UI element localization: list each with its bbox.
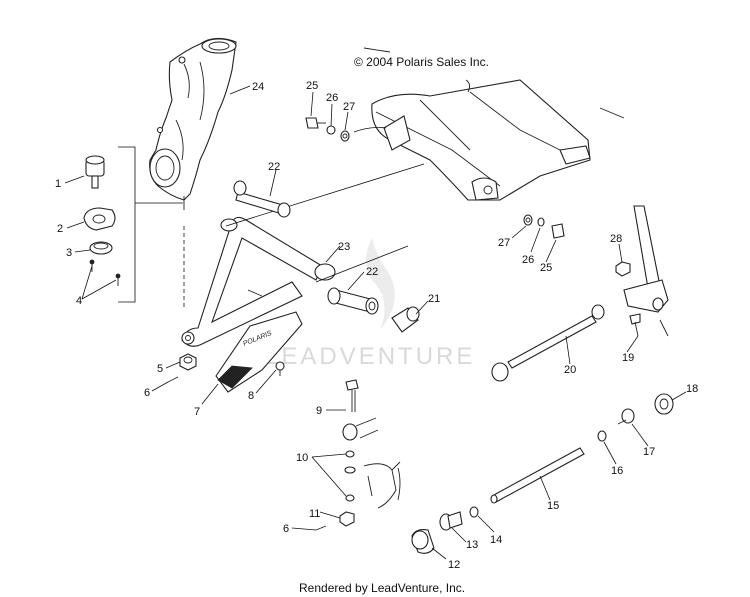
callout-5: 5 [157, 363, 163, 375]
callout-13: 13 [466, 539, 478, 551]
callout-18: 18 [686, 383, 698, 395]
bushing-lower [327, 287, 379, 315]
callout-9: 9 [316, 405, 322, 417]
bushing-upper [233, 180, 291, 218]
callout-4: 4 [76, 295, 82, 307]
callouts: 1 2 3 4 5 6 6 7 8 9 10 11 12 13 14 15 16… [55, 80, 698, 571]
tie-rod-15 [490, 447, 585, 504]
frame [353, 47, 625, 201]
tie-rod-20 [491, 304, 605, 382]
callout-24: 24 [252, 81, 264, 93]
callout-22-lower: 22 [366, 266, 378, 278]
callout-6-upper: 6 [144, 387, 150, 399]
tie-rod-end-18 [654, 393, 674, 415]
tie-rod-end-lower [342, 417, 379, 441]
callout-7: 7 [194, 406, 200, 418]
watermark: LEADVENTURE [265, 238, 475, 370]
steering-post [623, 205, 669, 337]
screws [89, 259, 121, 286]
callout-6-lower: 6 [283, 523, 289, 535]
tie-rod-end-13 [439, 511, 463, 531]
callout-16: 16 [611, 465, 623, 477]
bolt-8 [275, 361, 285, 376]
callout-25-top: 25 [306, 80, 318, 92]
footer-text: Rendered by LeadVenture, Inc. [299, 581, 465, 595]
skid-plate: POLARIS [215, 311, 303, 393]
callout-27-top: 27 [343, 101, 355, 113]
guide-lines [225, 163, 425, 283]
callout-3: 3 [66, 247, 72, 259]
steering-knuckle [149, 37, 237, 210]
nut-28 [615, 261, 631, 277]
seal-cap [89, 241, 113, 255]
callout-26-right: 26 [522, 254, 534, 266]
callout-1: 1 [55, 178, 61, 190]
callout-28: 28 [610, 233, 622, 245]
callout-12: 12 [448, 559, 460, 571]
plate [83, 207, 116, 231]
callout-26-top: 26 [326, 92, 338, 104]
callout-20: 20 [564, 364, 576, 376]
steering-arm-fragment [363, 461, 401, 509]
callout-27-right: 27 [498, 237, 510, 249]
callout-17: 17 [643, 446, 655, 458]
bolt-9 [345, 379, 359, 412]
a-arm [181, 216, 336, 347]
cotter-pin-lower [315, 525, 327, 531]
washers-10 [344, 450, 356, 502]
hardware-top [305, 117, 350, 142]
callout-19: 19 [622, 352, 634, 364]
tie-rod-end-17 [617, 408, 635, 425]
copyright-text: © 2004 Polaris Sales Inc. [354, 55, 489, 69]
callout-21: 21 [428, 293, 440, 305]
callout-8: 8 [248, 390, 254, 402]
callout-10: 10 [296, 452, 308, 464]
callout-23: 23 [338, 241, 350, 253]
cotter-pin-upper [167, 376, 179, 383]
callout-2: 2 [57, 223, 63, 235]
nut-5 [179, 353, 197, 371]
ball-joint [85, 155, 105, 189]
bolt-19 [629, 313, 641, 337]
nut-11 [339, 511, 355, 527]
leader-lines [64, 85, 687, 560]
jam-nut-14 [469, 506, 479, 518]
callout-11: 11 [309, 508, 320, 520]
hardware-right [523, 214, 565, 239]
tie-rod-end-12 [411, 529, 435, 554]
kit-bracket [118, 146, 185, 310]
callout-25-right: 25 [540, 262, 552, 274]
jam-nut-16 [597, 430, 607, 442]
callout-22-upper: 22 [268, 161, 280, 173]
sleeve [391, 306, 420, 333]
callout-15: 15 [547, 500, 559, 512]
watermark-text: LEADVENTURE [265, 343, 475, 370]
callout-14: 14 [490, 534, 502, 546]
